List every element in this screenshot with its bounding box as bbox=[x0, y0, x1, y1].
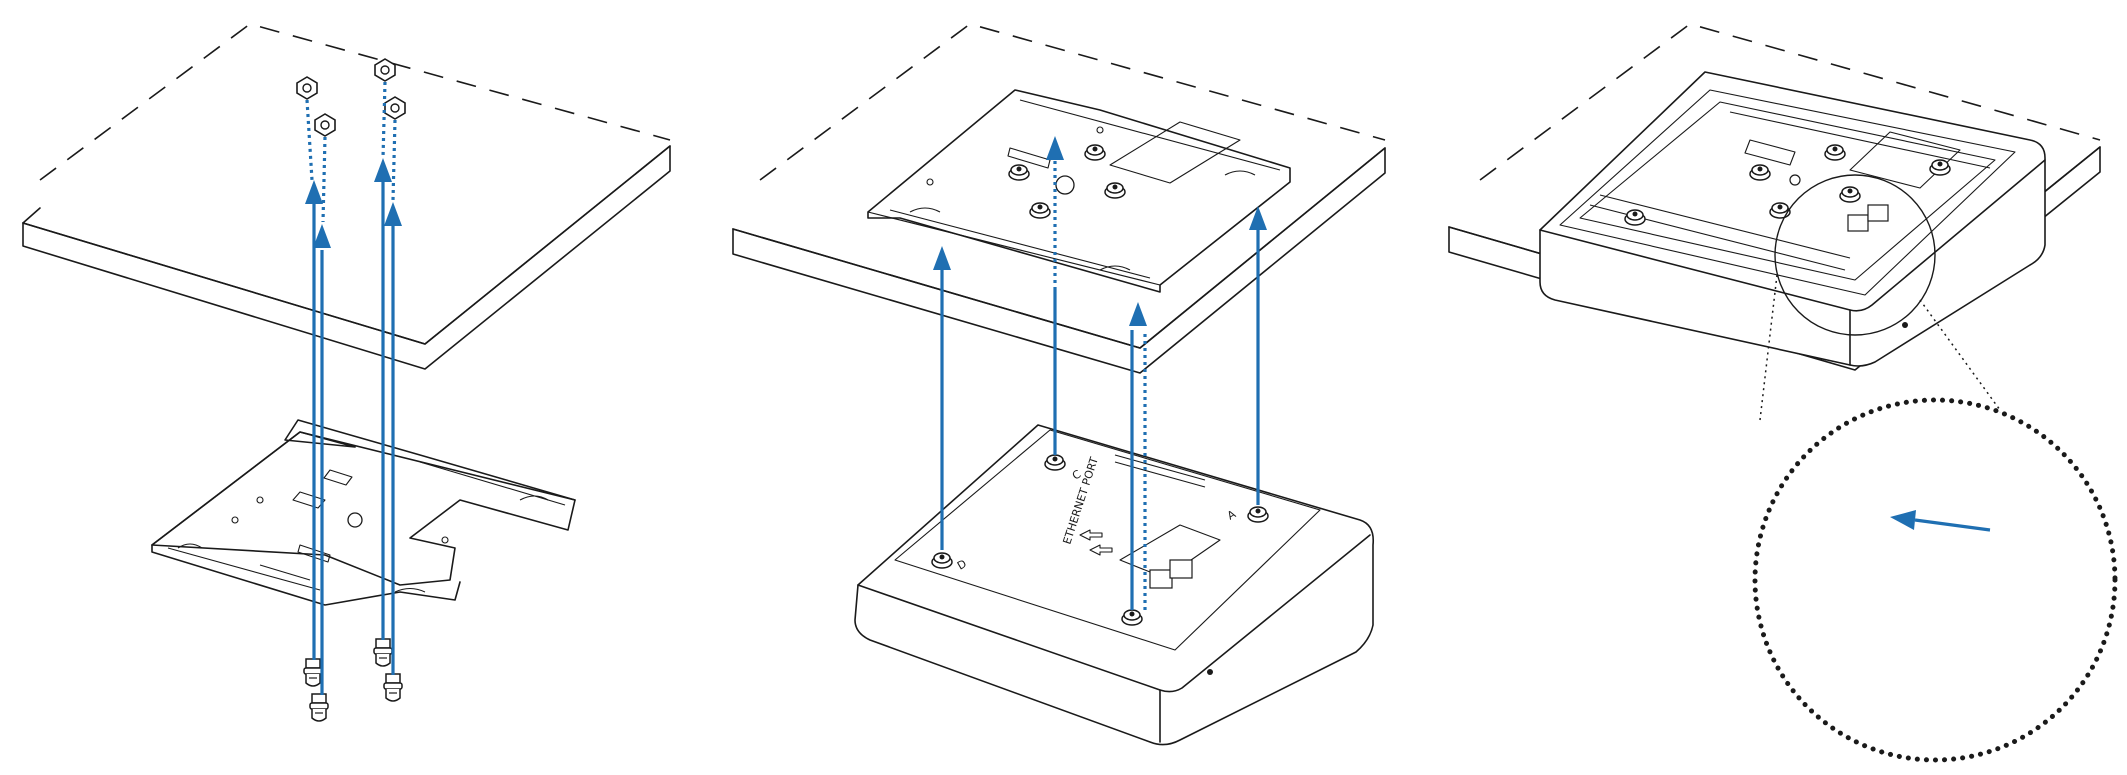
screw-icon bbox=[303, 638, 403, 722]
panel-1 bbox=[22, 23, 671, 722]
ceiling-tile bbox=[22, 23, 671, 370]
panel-3 bbox=[1448, 23, 2118, 763]
arrow-up-icon bbox=[933, 136, 1267, 610]
panel-2: C A D ETHERNET PORT bbox=[732, 23, 1386, 746]
access-point: C A D ETHERNET PORT bbox=[854, 424, 1375, 746]
nut-icon bbox=[296, 58, 406, 137]
arrow-up-icon bbox=[305, 81, 402, 695]
arrow-left-icon bbox=[1890, 510, 1991, 532]
mounting-bracket bbox=[151, 419, 576, 606]
ceiling-tile bbox=[732, 23, 1386, 374]
arrow-left-icon bbox=[1079, 529, 1113, 556]
mounting-bracket bbox=[867, 89, 1291, 293]
detail-magnifier bbox=[1752, 397, 2118, 763]
access-point bbox=[1539, 71, 2046, 367]
